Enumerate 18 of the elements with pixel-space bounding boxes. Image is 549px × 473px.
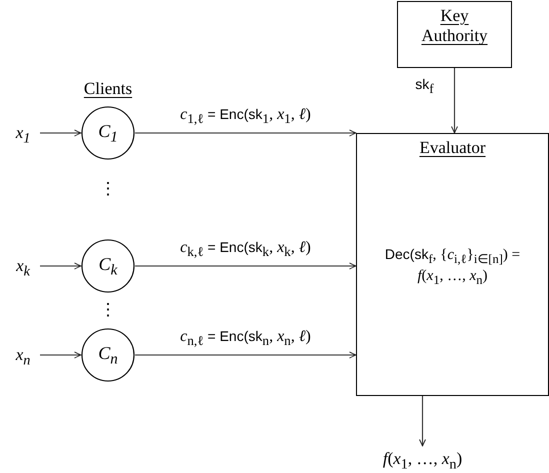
group-heading: Clients — [84, 80, 132, 96]
client-circle — [81, 328, 135, 382]
client-label: C$_{1}$ — [97, 121, 119, 147]
authority-box — [397, 1, 512, 68]
input-label: x$_{1}$ — [14, 122, 32, 148]
ellipsis-dots: ⋮ — [100, 180, 116, 196]
heading: Evaluator — [418, 138, 487, 158]
client-label: C$_{k}$ — [98, 254, 118, 280]
heading: Key Authority — [420, 6, 489, 47]
formula: Dec(sk$_{f}$, {c$_{i,ℓ}$}$_{i∈[n]}$) = f(x$_{1}$, …, x$_{n}$) — [384, 246, 522, 288]
client-label: C$_{n}$ — [97, 343, 119, 369]
client-circle — [81, 239, 135, 293]
client-circle — [81, 106, 135, 160]
ellipsis-dots: ⋮ — [100, 300, 116, 318]
output-label: f(x$_{1}$, …, x$_{n}$) — [382, 448, 464, 473]
input-label: x$_{n}$ — [14, 344, 32, 370]
input-label: x$_{k}$ — [15, 255, 31, 282]
evaluator-box — [356, 133, 549, 396]
